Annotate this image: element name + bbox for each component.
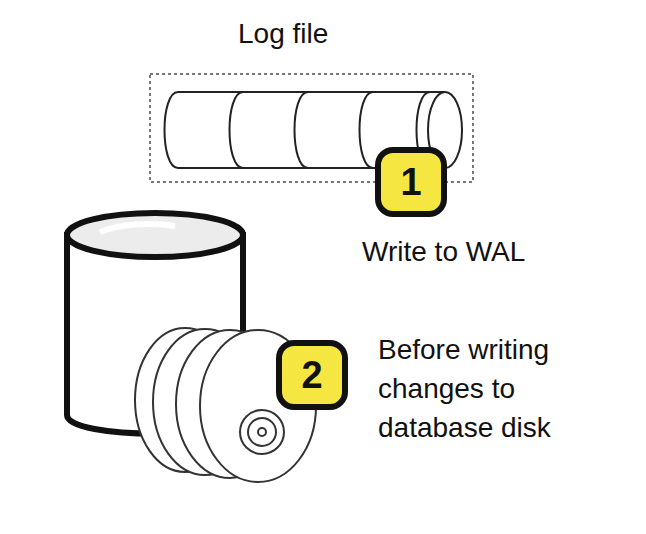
callout-number: 1 — [375, 147, 447, 217]
step-label: Write to WAL — [362, 232, 525, 271]
step-label: Before writing changes to database disk — [378, 330, 618, 448]
callout-number: 2 — [276, 340, 348, 410]
section-label: Log file — [238, 14, 328, 53]
